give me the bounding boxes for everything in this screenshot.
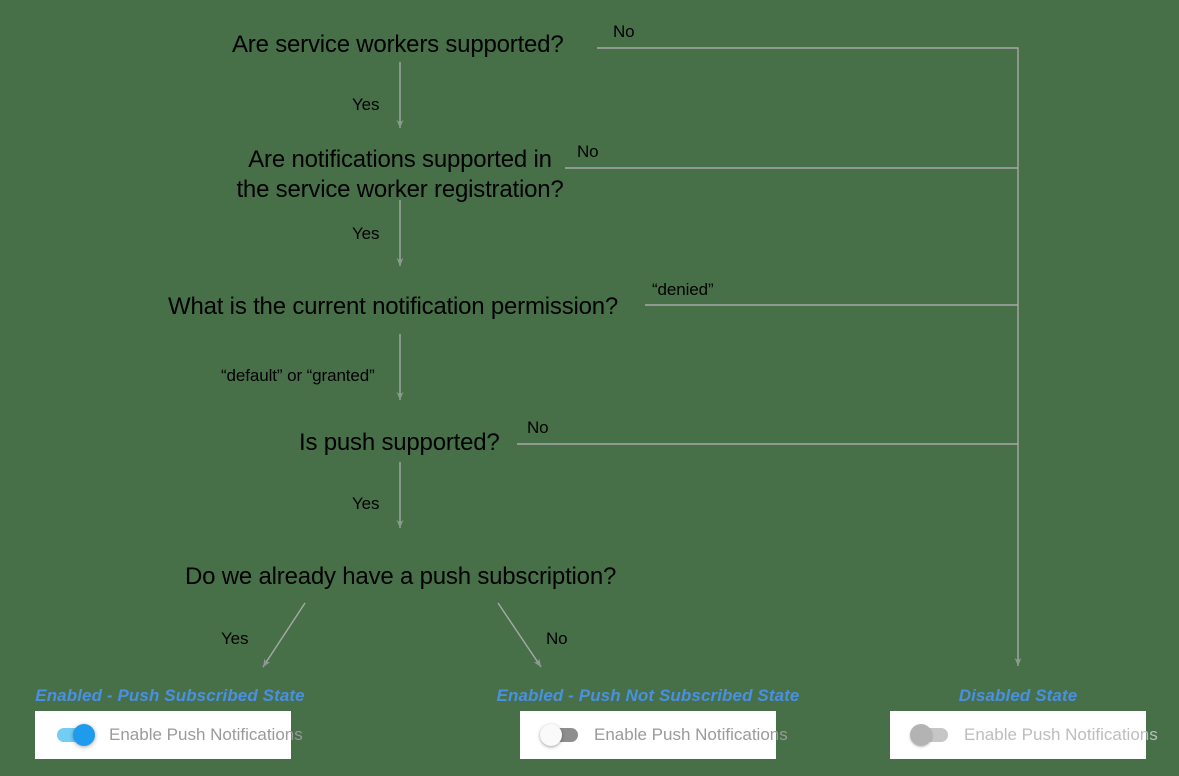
- edge-sub-no: [497, 602, 542, 668]
- state-push-subscribed-title: Enabled - Push Subscribed State: [35, 686, 305, 705]
- node-push-supported: Is push supported?: [299, 429, 500, 456]
- toggle-knob: [540, 724, 562, 746]
- toggle-knob: [910, 724, 932, 746]
- state-push-not-subscribed-card: Enable Push Notifications: [520, 711, 788, 759]
- state-disabled-title: Disabled State: [958, 686, 1078, 705]
- edge-label-sub-no: No: [546, 629, 568, 648]
- edge-label-push-no: No: [527, 418, 549, 437]
- edge-label-perm-denied: “denied”: [652, 280, 714, 299]
- edge-sub-yes: [262, 602, 306, 668]
- enable-push-toggle-subscribed-label: Enable Push Notifications: [109, 725, 303, 744]
- edge-label-notif-yes: Yes: [352, 224, 380, 243]
- state-push-subscribed-card: Enable Push Notifications: [35, 711, 303, 759]
- state-disabled: Disabled State Enable Push Notifications: [890, 686, 1158, 759]
- edge-label-sw-yes: Yes: [352, 95, 380, 114]
- enable-push-toggle-disabled: [910, 724, 950, 746]
- enable-push-toggle-not-subscribed-label: Enable Push Notifications: [594, 725, 788, 744]
- node-notification-permission: What is the current notification permiss…: [168, 293, 619, 320]
- enable-push-toggle-not-subscribed[interactable]: [540, 724, 580, 746]
- edge-label-sub-yes: Yes: [221, 629, 249, 648]
- toggle-knob: [73, 724, 95, 746]
- edge-label-perm-default-granted: “default” or “granted”: [221, 366, 375, 385]
- state-push-not-subscribed: Enabled - Push Not Subscribed State Enab…: [492, 686, 804, 759]
- node-notifications-supported-line1: Are notifications supported in: [248, 146, 552, 173]
- enable-push-toggle-subscribed[interactable]: [55, 724, 95, 746]
- edge-label-push-yes: Yes: [352, 494, 380, 513]
- edge-label-sw-no: No: [613, 22, 635, 41]
- node-notifications-supported: Are notifications supported in the servi…: [232, 145, 568, 205]
- edge-sw-no: [597, 47, 1022, 666]
- state-push-not-subscribed-title: Enabled - Push Not Subscribed State: [496, 686, 800, 705]
- edge-label-notif-no: No: [577, 142, 599, 161]
- enable-push-toggle-disabled-label: Enable Push Notifications: [964, 725, 1158, 744]
- node-notifications-supported-line2: the service worker registration?: [236, 176, 564, 203]
- node-existing-subscription: Do we already have a push subscription?: [185, 563, 617, 590]
- state-push-subscribed: Enabled - Push Subscribed State Enable P…: [35, 686, 305, 759]
- node-service-workers-supported: Are service workers supported?: [232, 31, 564, 58]
- state-disabled-card: Enable Push Notifications: [890, 711, 1158, 759]
